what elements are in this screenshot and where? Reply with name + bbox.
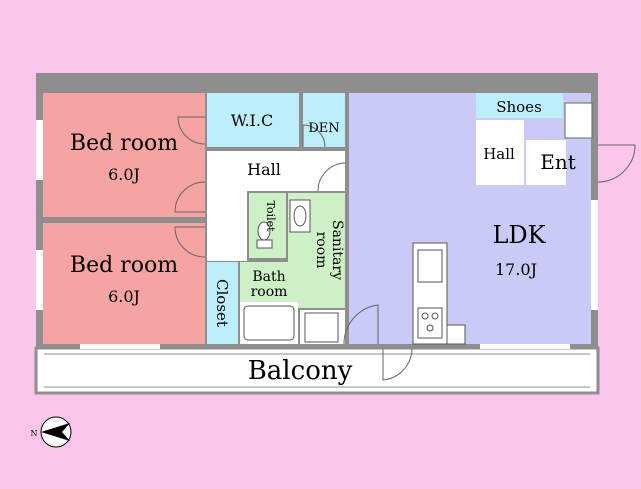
toilet-bowl <box>257 221 271 241</box>
hall-entry-label: Hall <box>483 145 515 163</box>
window-ldk-right <box>591 200 598 310</box>
sanitary-label-line2: room <box>313 232 329 269</box>
bath-label-line1: Bath <box>252 269 285 285</box>
door-entrance <box>597 144 636 183</box>
kitchen-sink <box>417 249 443 283</box>
toilet-tank <box>256 239 273 249</box>
sanitary-label-line1: Sanitary <box>329 220 345 280</box>
toilet-label: Toilet <box>264 200 277 232</box>
bath-label-line2: room <box>251 284 288 300</box>
washbasin-bowl <box>293 205 307 227</box>
shoes-label: Shoes <box>496 98 542 116</box>
closet-fill <box>207 262 238 344</box>
bedroom-bottom-size: 6.0J <box>108 287 140 306</box>
balcony-fill <box>34 346 600 395</box>
window-bedroom-bottom-left <box>36 250 43 310</box>
window-bedroom-bottom <box>80 344 160 349</box>
hall-center-label: Hall <box>247 160 281 179</box>
window-ldk-bottom <box>480 344 570 349</box>
shoes-fill <box>476 93 563 118</box>
washbasin <box>289 199 311 233</box>
washer-space <box>304 312 339 343</box>
closet-label: Closet <box>213 279 231 327</box>
bedroom-top-name: Bed room <box>70 131 178 156</box>
hall-corridor-fill <box>207 191 247 261</box>
stove-burner-1 <box>421 312 429 320</box>
ldk-name: LDK <box>492 221 546 249</box>
balcony-label: Balcony <box>248 356 353 386</box>
door-den <box>302 124 326 148</box>
kitchen-stove <box>417 307 443 339</box>
bathtub <box>243 305 295 341</box>
wic-fill <box>207 93 299 147</box>
stove-burner-2 <box>431 312 439 320</box>
door-ldk <box>343 304 379 345</box>
compass-icon: N <box>31 416 72 448</box>
hall-entry-fill <box>476 120 524 185</box>
kitchen-counter <box>412 242 448 345</box>
door-bedroom-mid <box>174 181 206 213</box>
entrance-label: Ent <box>540 150 576 174</box>
compass-label: N <box>31 429 38 438</box>
door-sanitary <box>317 162 347 192</box>
window-bedroom-top-left <box>36 120 43 180</box>
door-bedroom-top <box>177 116 206 145</box>
entrance-fill <box>526 140 566 185</box>
hall-center-fill <box>207 151 345 191</box>
wic-label: W.I.C <box>231 111 273 130</box>
door-balcony <box>382 348 413 381</box>
fridge-space <box>446 324 466 345</box>
door-shoes <box>564 102 593 139</box>
ldk-fill <box>349 93 591 344</box>
bath-fill <box>240 262 298 302</box>
den-fill <box>303 93 345 147</box>
bedroom-bottom-name: Bed room <box>70 253 178 278</box>
den-label: DEN <box>308 121 339 136</box>
bedroom-top-size: 6.0J <box>108 165 140 184</box>
door-bedroom-bottom <box>174 226 206 258</box>
stove-burner-3 <box>426 324 434 332</box>
bedroom-bottom-fill <box>43 223 205 344</box>
bedroom-top-fill <box>43 93 205 217</box>
ldk-size: 17.0J <box>495 260 537 279</box>
